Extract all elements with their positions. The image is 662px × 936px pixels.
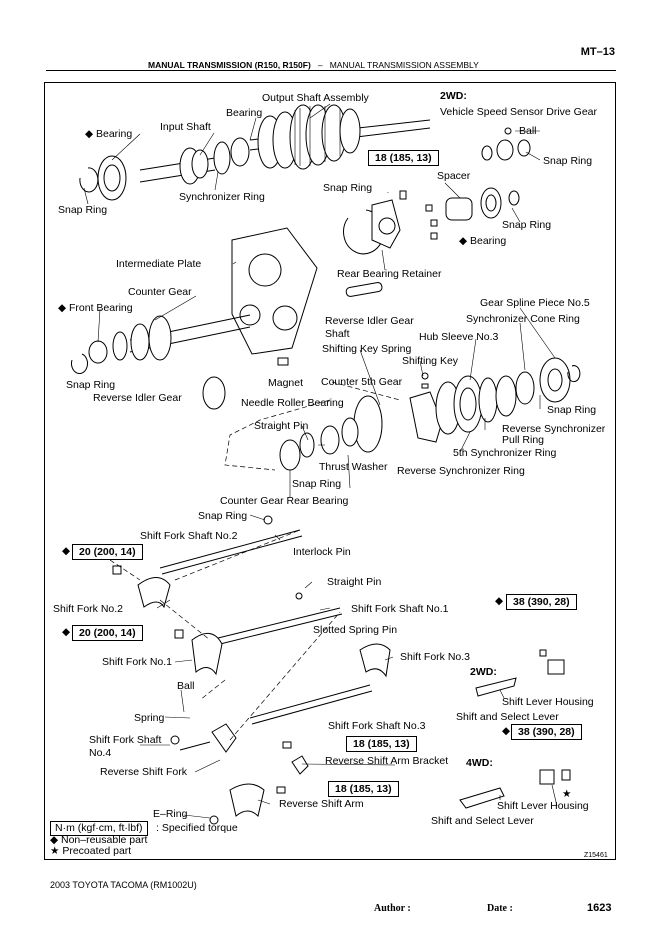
label-snap-ring: Snap Ring	[198, 510, 248, 522]
label-straight-pin: Straight Pin	[327, 576, 382, 588]
torque-spec: 20 (200, 14)	[72, 625, 143, 641]
label-output-shaft-assembly: Output Shaft Assembly	[262, 92, 369, 104]
torque-spec: 20 (200, 14)	[72, 544, 143, 560]
label-counter-5th-gear: Counter 5th Gear	[321, 376, 403, 388]
header-rule	[46, 70, 616, 71]
label-slotted-spring-pin: Slotted Spring Pin	[313, 624, 398, 636]
torque-spec: 18 (185, 13)	[368, 150, 439, 166]
input-bearing-part	[97, 155, 127, 201]
legend-nonreusable: ◆ Non–reusable part	[50, 834, 148, 846]
label-reverse-idler-gear: Reverse Idler Gear	[93, 392, 182, 404]
label-interlock-pin: Interlock Pin	[293, 546, 351, 558]
subheading-4wd: 4WD:	[466, 757, 493, 769]
label-intermediate-plate: Intermediate Plate	[116, 258, 202, 270]
label-rear-bearing-retainer: Rear Bearing Retainer	[337, 268, 442, 280]
torque-spec: 18 (185, 13)	[328, 781, 399, 797]
label-shift-and-select-lever: Shift and Select Lever	[431, 815, 534, 827]
legend-precoated: ★ Precoated part	[50, 845, 132, 857]
snap-ring-left-part	[79, 167, 99, 193]
label-reverse-idler-gear-shaft-cont: Shaft	[325, 328, 350, 340]
legend-unit: N·m (kgf·cm, ft·lbf)	[50, 821, 148, 836]
label-shift-fork-shaft-4-cont: No.4	[89, 747, 112, 759]
label-input-shaft: Input Shaft	[160, 121, 211, 133]
label-reverse-shift-fork: Reverse Shift Fork	[100, 766, 187, 778]
torque-spec: 38 (390, 28)	[511, 724, 582, 740]
label-ball: Ball	[177, 680, 195, 692]
label-bearing-nonreusable: ◆ Bearing	[85, 128, 133, 140]
label-vss-drive-gear: Vehicle Speed Sensor Drive Gear	[440, 106, 598, 118]
section-code: MT–13	[580, 46, 615, 58]
output-shaft-assembly-part	[249, 104, 431, 170]
label-nonreusable-mark: ◆	[495, 595, 504, 607]
label-snap-ring: Snap Ring	[66, 379, 116, 391]
label-shift-fork-3: Shift Fork No.3	[400, 651, 471, 663]
label-snap-ring: Snap Ring	[58, 204, 108, 216]
legend-unit-desc: : Specified torque	[156, 822, 238, 834]
label-shift-fork-shaft-2: Shift Fork Shaft No.2	[140, 530, 238, 542]
label-magnet: Magnet	[268, 377, 304, 389]
label-shifting-key: Shifting Key	[402, 355, 459, 367]
label-reverse-shift-arm-bracket: Reverse Shift Arm Bracket	[325, 755, 449, 767]
page-title: MANUAL TRANSMISSION (R150, R150F) – MANU…	[148, 60, 479, 70]
label-snap-ring: Snap Ring	[543, 155, 593, 167]
label-shift-fork-1: Shift Fork No.1	[102, 656, 173, 668]
label-reverse-sync-pull-ring-cont: Pull Ring	[502, 434, 545, 446]
label-precoated-mark: ★	[562, 788, 572, 800]
title-separator: –	[317, 60, 323, 70]
input-shaft-part	[139, 137, 250, 185]
label-needle-roller-bearing: Needle Roller Bearing	[241, 397, 344, 409]
label-5th-synchronizer-ring: 5th Synchronizer Ring	[453, 447, 557, 459]
label-e-ring: E–Ring	[153, 808, 188, 820]
label-snap-ring: Snap Ring	[547, 404, 597, 416]
label-shift-fork-shaft-3: Shift Fork Shaft No.3	[328, 720, 426, 732]
label-nonreusable-mark: ◆	[502, 725, 511, 737]
figure-id: Z15461	[584, 852, 608, 859]
label-shift-and-select-lever: Shift and Select Lever	[456, 711, 559, 723]
label-counter-gear: Counter Gear	[128, 286, 192, 298]
label-snap-ring: Snap Ring	[292, 478, 342, 490]
label-shifting-key-spring: Shifting Key Spring	[322, 343, 412, 355]
label-shift-fork-shaft-4: Shift Fork Shaft	[89, 734, 162, 746]
page-number: 1623	[587, 902, 612, 914]
label-nonreusable-mark: ◆	[62, 545, 71, 557]
footer-model: 2003 TOYOTA TACOMA (RM1002U)	[50, 880, 197, 890]
torque-spec: 38 (390, 28)	[506, 594, 577, 610]
label-nonreusable-mark: ◆	[62, 626, 71, 638]
label-shift-lever-housing: Shift Lever Housing	[502, 696, 594, 708]
label-reverse-sync-pull-ring: Reverse Synchronizer	[502, 423, 606, 435]
label-straight-pin: Straight Pin	[254, 420, 309, 432]
label-gear-spline-piece: Gear Spline Piece No.5	[480, 297, 590, 309]
label-front-bearing: ◆ Front Bearing	[58, 302, 133, 314]
figure-frame	[44, 82, 616, 860]
label-reverse-shift-arm: Reverse Shift Arm	[279, 798, 364, 810]
label-spacer: Spacer	[437, 170, 471, 182]
footer-date: Date :	[487, 903, 513, 914]
torque-spec: 18 (185, 13)	[346, 736, 417, 752]
label-spring: Spring	[134, 712, 165, 724]
label-reverse-synchronizer-ring: Reverse Synchronizer Ring	[397, 465, 525, 477]
label-ball: Ball	[519, 125, 537, 137]
label-bearing-nonreusable: ◆ Bearing	[459, 235, 507, 247]
subheading-2wd: 2WD:	[470, 666, 497, 678]
label-reverse-idler-gear-shaft: Reverse Idler Gear	[325, 315, 414, 327]
section-title: MANUAL TRANSMISSION (R150, R150F)	[148, 60, 311, 70]
subsection-title: MANUAL TRANSMISSION ASSEMBLY	[329, 60, 479, 70]
footer-author: Author :	[374, 903, 411, 914]
label-shift-fork-2: Shift Fork No.2	[53, 603, 124, 615]
subheading-2wd: 2WD:	[440, 90, 467, 102]
label-synchronizer-cone-ring: Synchronizer Cone Ring	[466, 313, 580, 325]
label-counter-gear-rear-bearing: Counter Gear Rear Bearing	[220, 495, 349, 507]
label-bearing: Bearing	[226, 107, 263, 119]
label-thrust-washer: Thrust Washer	[319, 461, 388, 473]
label-snap-ring: Snap Ring	[502, 219, 552, 231]
label-snap-ring: Snap Ring	[323, 182, 373, 194]
label-shift-fork-shaft-1: Shift Fork Shaft No.1	[351, 603, 449, 615]
label-synchronizer-ring: Synchronizer Ring	[179, 191, 265, 203]
label-hub-sleeve: Hub Sleeve No.3	[419, 331, 499, 343]
label-shift-lever-housing: Shift Lever Housing	[497, 800, 589, 812]
